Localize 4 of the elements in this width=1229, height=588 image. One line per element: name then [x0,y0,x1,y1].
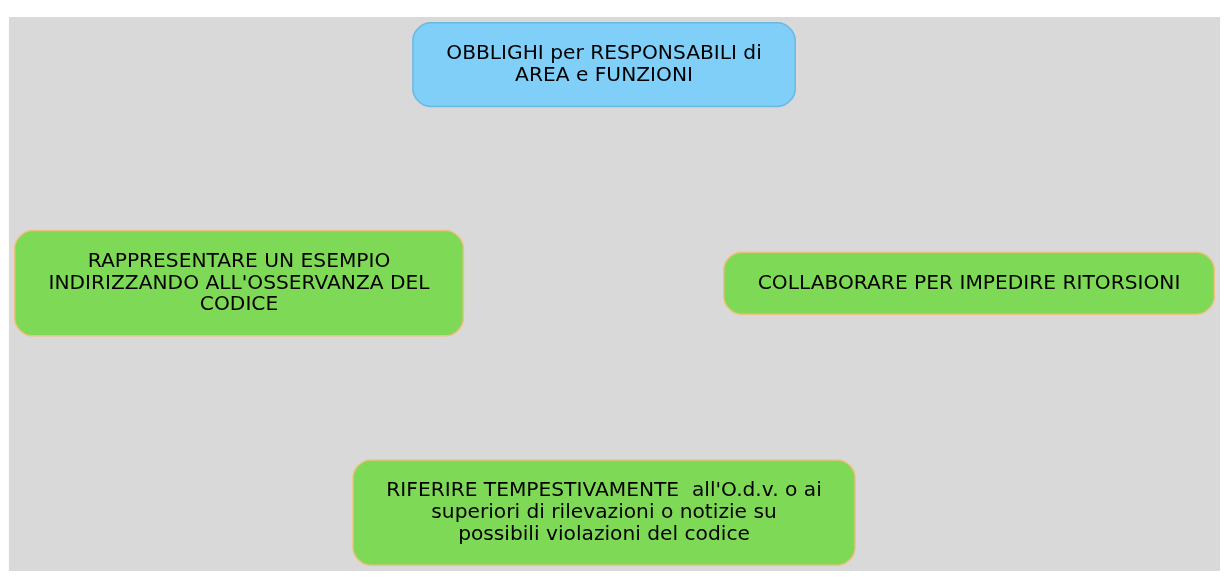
node-box: OBBLIGHI per RESPONSABILI di AREA e FUNZIONI [412,22,796,108]
node-box: RAPPRESENTARE UN ESEMPIO INDIRIZZANDO ALL'OSSERVANZA DEL CODICE [13,229,465,337]
node-box: COLLABORARE PER IMPEDIRE RITORSIONI [723,251,1216,315]
node-box: RIFERIRE TEMPESTIVAMENTE all'O.d.v. o ai superiori di rilevazioni o notizie su possibili violazioni del codice [352,459,856,566]
